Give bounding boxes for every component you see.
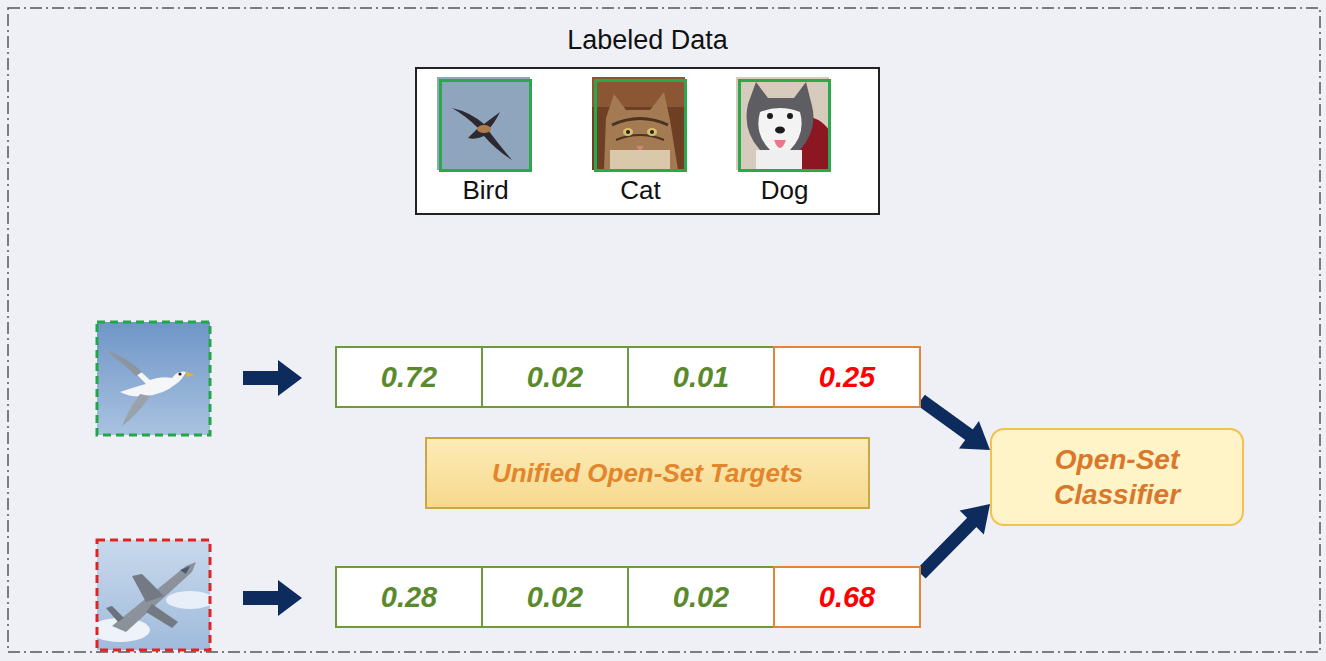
unknown-sample-frame <box>97 540 210 650</box>
box-text: Open-Set Classifier <box>1020 442 1214 512</box>
unknown-cell: 0.68 <box>773 566 921 628</box>
probability-cell: 0.01 <box>627 346 775 408</box>
probability-value: 0.28 <box>381 581 437 614</box>
box-text: Unified Open-Set Targets <box>492 458 803 489</box>
probability-value: 0.72 <box>381 361 437 394</box>
panel-heading: Labeled Data <box>417 25 878 56</box>
labeled-image: Cat <box>594 79 687 172</box>
block-arrow <box>243 580 302 616</box>
probability-value: 0.68 <box>819 581 875 614</box>
labeled-data-panel: Labeled DataBirdCatDog <box>415 67 880 215</box>
targets-banner: Unified Open-Set Targets <box>425 437 870 509</box>
labeled-image: Dog <box>738 79 831 172</box>
dash-dot-frame <box>8 8 1320 652</box>
probability-value: 0.01 <box>673 361 729 394</box>
flow-arrow <box>921 400 990 450</box>
probability-cell: 0.02 <box>481 566 629 628</box>
probability-value: 0.02 <box>673 581 729 614</box>
labeled-image: Bird <box>439 79 532 172</box>
unknown-cell: 0.25 <box>773 346 921 408</box>
class-label: Bird <box>422 175 549 206</box>
dog-photo <box>736 77 829 170</box>
bird-photo <box>437 77 530 170</box>
probability-value: 0.25 <box>819 361 875 394</box>
cat-photo <box>592 77 685 170</box>
class-label: Dog <box>721 175 848 206</box>
known-sample-frame <box>97 322 210 435</box>
classifier-box: Open-Set Classifier <box>990 428 1244 526</box>
block-arrow <box>243 360 302 396</box>
class-label: Cat <box>577 175 704 206</box>
flow-arrow <box>921 504 990 574</box>
seagull-photo <box>97 322 210 435</box>
probability-cell: 0.28 <box>335 566 483 628</box>
probability-value: 0.02 <box>527 581 583 614</box>
panel-ground <box>415 67 880 215</box>
probability-cell: 0.02 <box>481 346 629 408</box>
jet-photo <box>97 540 210 650</box>
probability-cell: 0.72 <box>335 346 483 408</box>
probability-cell: 0.02 <box>627 566 775 628</box>
probability-value: 0.02 <box>527 361 583 394</box>
